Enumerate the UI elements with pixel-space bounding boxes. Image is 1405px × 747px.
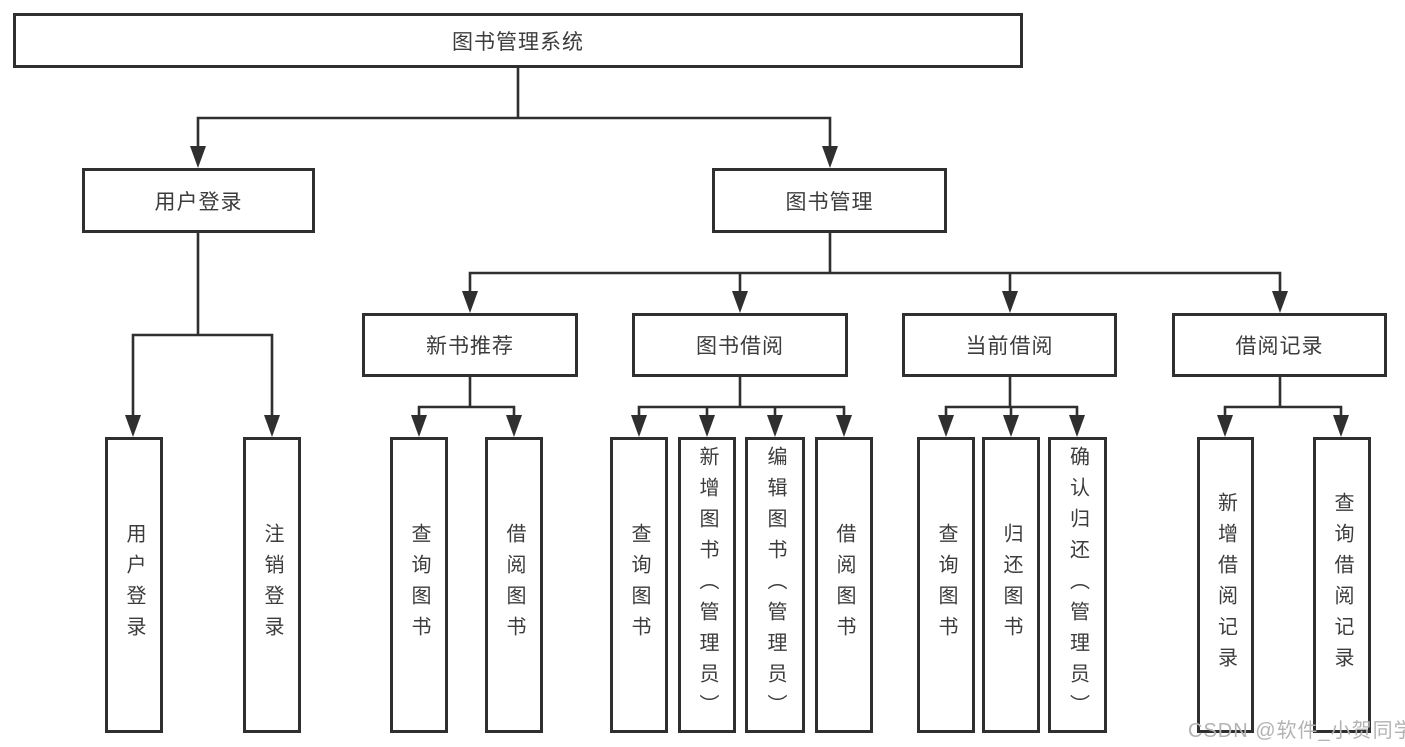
node-label: 查询借阅记录 xyxy=(1331,492,1353,678)
node-label: 图书借阅 xyxy=(696,335,784,358)
node-recommend-borrow-books: 借阅图书 xyxy=(485,437,543,733)
node-label: 用户登录 xyxy=(123,523,145,647)
node-confirm-return-admin: 确认归还（管理员） xyxy=(1048,437,1107,733)
node-label: 新增图书（管理员） xyxy=(696,445,718,725)
node-label: 借阅图书 xyxy=(833,523,855,647)
node-label: 查询图书 xyxy=(935,523,957,647)
node-current-borrowing: 当前借阅 xyxy=(902,313,1117,377)
node-label: 新书推荐 xyxy=(426,335,514,358)
node-logout-leaf: 注销登录 xyxy=(243,437,301,733)
node-add-borrow-record: 新增借阅记录 xyxy=(1197,437,1254,733)
node-user-login-leaf: 用户登录 xyxy=(105,437,163,733)
node-label: 图书管理系统 xyxy=(452,30,584,54)
node-label: 借阅图书 xyxy=(503,523,525,647)
node-user-login: 用户登录 xyxy=(82,168,315,233)
node-book-management: 图书管理 xyxy=(712,168,947,233)
node-add-books-admin: 新增图书（管理员） xyxy=(678,437,736,733)
node-book-borrowing: 图书借阅 xyxy=(632,313,848,377)
node-label: 注销登录 xyxy=(261,523,283,647)
node-label: 查询图书 xyxy=(628,523,650,647)
node-edit-books-admin: 编辑图书（管理员） xyxy=(745,437,805,733)
node-label: 确认归还（管理员） xyxy=(1066,445,1089,725)
node-label: 借阅记录 xyxy=(1235,335,1324,358)
node-borrow-books-leaf: 借阅图书 xyxy=(815,437,873,733)
node-library-management-system: 图书管理系统 xyxy=(13,13,1023,68)
node-label: 当前借阅 xyxy=(965,335,1054,358)
node-borrowing-query-books: 查询图书 xyxy=(610,437,668,733)
node-new-book-recommend: 新书推荐 xyxy=(362,313,578,377)
node-label: 查询图书 xyxy=(408,523,430,647)
node-query-borrow-record: 查询借阅记录 xyxy=(1313,437,1371,733)
node-return-books: 归还图书 xyxy=(982,437,1040,733)
node-label: 用户登录 xyxy=(154,190,243,214)
node-label: 新增借阅记录 xyxy=(1214,492,1237,678)
csdn-watermark: CSDN @软件_小贺同学 xyxy=(1188,720,1405,742)
node-recommend-query-books: 查询图书 xyxy=(390,437,448,733)
node-label: 归还图书 xyxy=(1000,523,1022,647)
node-label: 图书管理 xyxy=(785,190,874,214)
node-borrowing-records: 借阅记录 xyxy=(1172,313,1387,377)
node-current-query-books: 查询图书 xyxy=(917,437,975,733)
node-label: 编辑图书（管理员） xyxy=(764,445,786,725)
